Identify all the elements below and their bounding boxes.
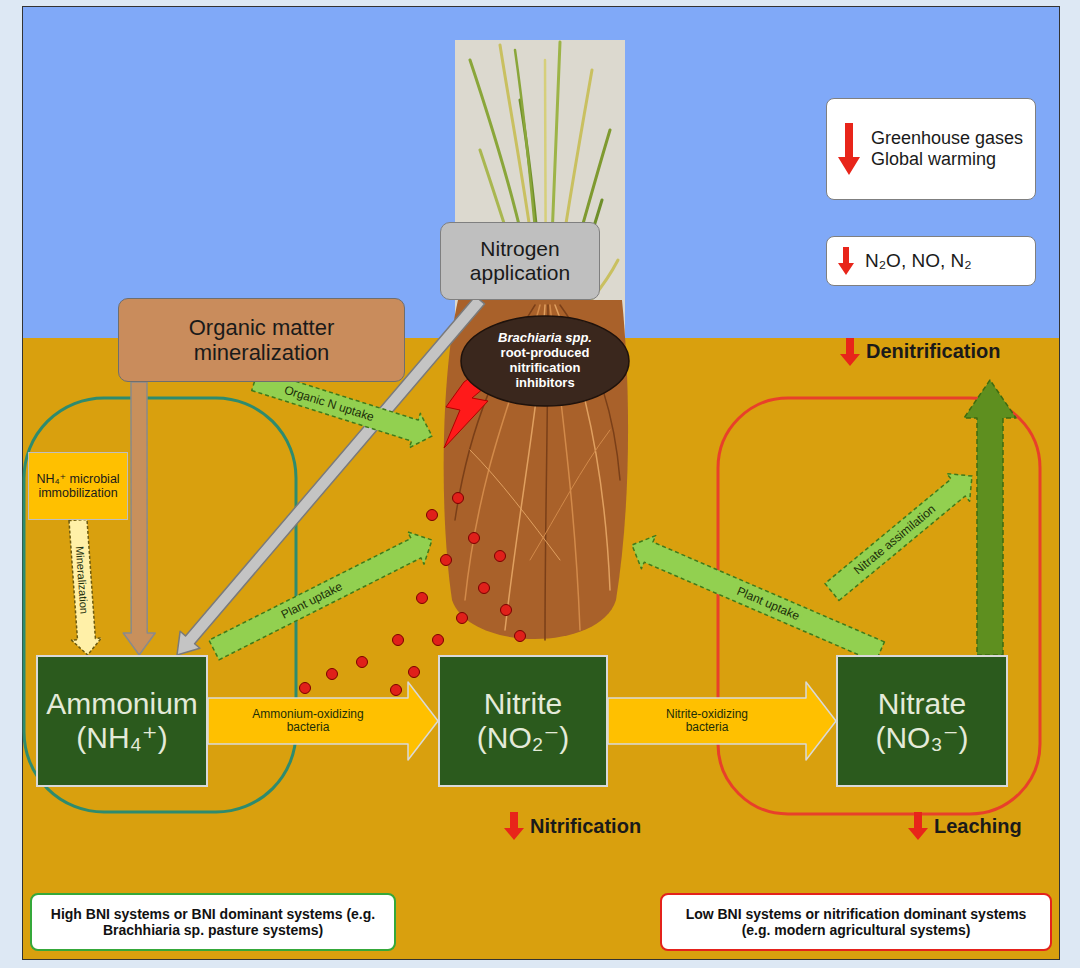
inhibitor-dot — [433, 635, 444, 646]
decrease-arrow — [504, 812, 524, 840]
process-label: Leaching — [934, 815, 1022, 837]
edge-label: Mineralization — [74, 543, 91, 616]
node-text: N₂O, NO, N₂ — [865, 250, 972, 272]
nitrogen-form-box: Nitrite (NO₂⁻) — [438, 655, 608, 787]
nitrate-output-arrow — [964, 380, 1016, 655]
inhibitor-dot — [393, 635, 404, 646]
decrease-arrow — [840, 338, 860, 366]
effect-box: N₂O, NO, N₂ — [826, 236, 1036, 286]
inhibitor-dot — [479, 583, 490, 594]
system-note-box: High BNI systems or BNI dominant systems… — [30, 893, 396, 951]
inhibitor-dot — [427, 510, 438, 521]
process-box: NH₄⁺ microbial immobilization — [28, 452, 128, 520]
inhibitor-dot — [501, 605, 512, 616]
root-mass — [444, 300, 628, 639]
oval-shape — [461, 316, 629, 406]
nitrogen-form-box: Ammonium (NH₄⁺) — [36, 655, 208, 787]
node-text: Ammonium (NH₄⁺) — [44, 687, 200, 756]
decrease-arrow — [908, 812, 928, 840]
process-label: Nitrification — [530, 815, 641, 837]
inhibitor-dot — [357, 657, 368, 668]
uptake-arrow — [209, 532, 432, 660]
inhibitor-dot — [327, 669, 338, 680]
arrow-label: Organic N uptake — [281, 383, 378, 425]
node-text: Nitrite (NO₂⁻) — [446, 687, 600, 756]
node-text: NH₄⁺ microbial immobilization — [32, 472, 124, 501]
edge-label: Nitrite-oxidizing bacteria — [646, 708, 768, 734]
uptake-arrow — [825, 474, 972, 601]
decrease-arrow-shape — [838, 247, 854, 275]
node-text: Nitrogen application — [451, 237, 589, 285]
root — [530, 430, 610, 560]
flow-arrow — [208, 682, 438, 760]
process-label: Denitrification — [866, 340, 1000, 362]
node-text: Nitrate (NO₃⁻) — [844, 687, 1000, 756]
flow-arrow — [608, 682, 836, 760]
inhibitor-dot — [409, 667, 420, 678]
arrow-label: Plant uptake — [278, 579, 347, 623]
arrow-label: Plant uptake — [733, 584, 803, 624]
node-text: Greenhouse gases Global warming — [871, 128, 1025, 169]
decrease-arrow-shape — [838, 123, 860, 175]
root — [470, 450, 560, 560]
high-bni-outline — [24, 398, 296, 812]
inhibitor-dot — [391, 685, 402, 696]
inhibitor-dot — [441, 555, 452, 566]
inhibitor-dot — [515, 631, 526, 642]
inhibitor-dot — [453, 493, 464, 504]
inhibitor-dot — [417, 593, 428, 604]
inhibitor-dot — [469, 533, 480, 544]
arrow-label: Nitrate assimilation — [850, 501, 940, 578]
decrease-arrow — [837, 121, 861, 177]
input-box: Organic matter mineralization — [118, 298, 405, 382]
nitrogen-form-box: Nitrate (NO₃⁻) — [836, 655, 1008, 787]
node-text: Brachiaria spp. — [498, 331, 592, 346]
decrease-arrow — [837, 246, 855, 276]
input-box: Nitrogen application — [440, 222, 600, 300]
frame — [23, 7, 1060, 960]
inhibitor-dot — [300, 683, 311, 694]
node-text: High BNI systems or BNI dominant systems… — [40, 906, 386, 938]
node-text: Low BNI systems or nitrification dominan… — [670, 906, 1042, 938]
uptake-arrow — [632, 536, 884, 663]
effect-box: Greenhouse gases Global warming — [826, 98, 1036, 200]
node-text: root-produced nitrification inhibitors — [484, 346, 606, 391]
flow-arrow — [123, 382, 155, 655]
node-text: Organic matter mineralization — [129, 315, 394, 366]
inhibitor-oval: Brachiaria spp.root-produced nitrificati… — [460, 315, 630, 407]
inhibitor-dot — [457, 613, 468, 624]
flow-arrow — [69, 519, 101, 655]
inhibitor-dot — [495, 551, 506, 562]
system-note-box: Low BNI systems or nitrification dominan… — [660, 893, 1052, 951]
edge-label: Ammonium-oxidizing bacteria — [246, 708, 370, 734]
